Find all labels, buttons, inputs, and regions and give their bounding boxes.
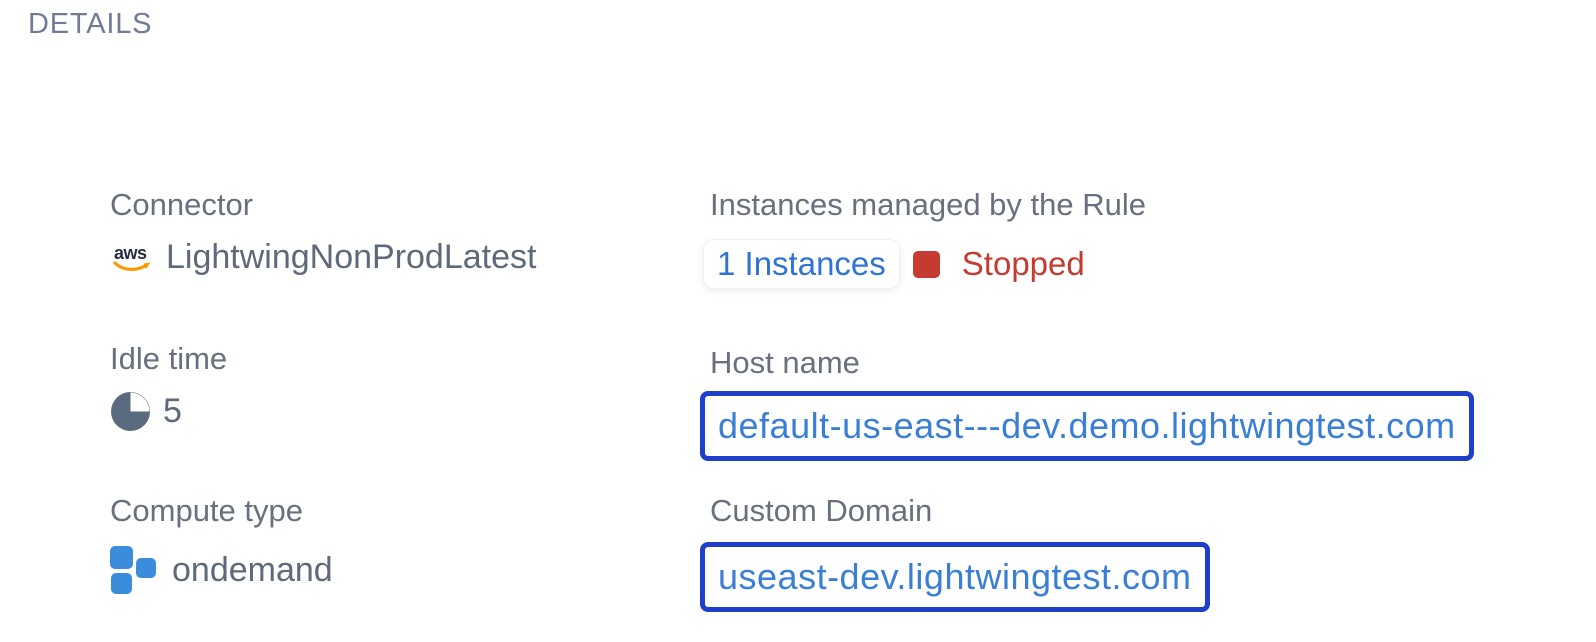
svg-text:aws: aws <box>114 243 147 263</box>
instances-label: Instances managed by the Rule <box>710 187 1146 222</box>
aws-icon: aws <box>113 243 151 271</box>
idle-time-label: Idle time <box>110 341 228 376</box>
connector-value-row: aws LightwingNonProdLatest <box>110 238 536 277</box>
compute-type-field: Compute type ondemand <box>110 490 333 594</box>
custom-domain-label: Custom Domain <box>710 493 933 528</box>
connector-value: LightwingNonProdLatest <box>166 238 537 276</box>
instances-value-row: 1 Instances Stopped <box>704 240 1146 288</box>
custom-domain-link[interactable]: useast-dev.lightwingtest.com <box>700 542 1210 612</box>
connector-label: Connector <box>110 187 254 222</box>
section-title: DETAILS <box>28 8 153 40</box>
compute-type-value: ondemand <box>172 550 333 589</box>
compute-type-value-row: ondemand <box>110 546 333 594</box>
host-name-field: Host name default-us-east---dev.demo.lig… <box>700 342 1474 461</box>
connector-field: Connector aws LightwingNonProdLatest <box>110 184 536 277</box>
host-name-link[interactable]: default-us-east---dev.demo.lightwingtest… <box>700 391 1474 461</box>
pie-chart-icon <box>111 392 150 431</box>
idle-time-value-row: 5 <box>110 391 227 432</box>
idle-time-field: Idle time 5 <box>110 338 227 432</box>
compute-squares-icon <box>110 546 158 594</box>
idle-time-value: 5 <box>163 392 182 430</box>
instances-count-link[interactable]: 1 Instances <box>704 240 899 288</box>
host-name-label: Host name <box>710 345 860 380</box>
custom-domain-field: Custom Domain useast-dev.lightwingtest.c… <box>700 490 1210 612</box>
instances-field: Instances managed by the Rule 1 Instance… <box>704 184 1146 288</box>
compute-type-label: Compute type <box>110 493 303 528</box>
instances-status-text: Stopped <box>961 245 1085 282</box>
stopped-status-square-icon <box>912 250 940 278</box>
